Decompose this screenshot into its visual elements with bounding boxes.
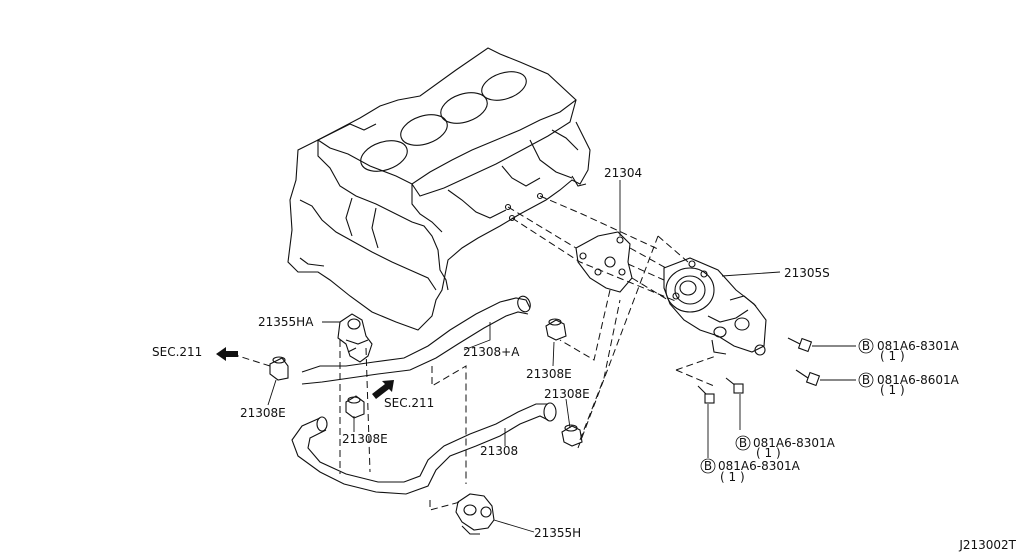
label-bolt-3-number: 081A6-8301A <box>753 436 836 450</box>
label-21305s: 21305S <box>784 266 830 280</box>
label-21308a: 21308+A <box>463 345 520 359</box>
label-21308e-right-up: 21308E <box>544 387 590 401</box>
bolt-3 <box>725 377 744 394</box>
bracket-21355h <box>455 493 495 535</box>
svg-text:B: B <box>704 459 712 473</box>
bolt-2 <box>795 369 821 387</box>
arrow-left-icon <box>216 347 238 361</box>
clamp-21308e-right-up <box>561 424 583 447</box>
leader-lines <box>267 180 856 533</box>
bolt-symbol-1: B <box>858 338 874 354</box>
label-bolt-2-qty: ( 1 ) <box>880 383 905 397</box>
label-21308: 21308 <box>480 444 518 458</box>
svg-text:B: B <box>862 373 870 387</box>
label-21304: 21304 <box>604 166 642 180</box>
clamp-21308e-right-low <box>545 318 567 341</box>
bolt-symbol-2: B <box>858 372 874 388</box>
label-sec211-left: SEC.211 <box>152 345 202 359</box>
bolt-symbol-4: B <box>700 458 716 474</box>
label-bolt-1-qty: ( 1 ) <box>880 349 905 363</box>
label-21308e-right-low: 21308E <box>526 367 572 381</box>
bolt-symbol-3: B <box>735 435 751 451</box>
bolt-1 <box>787 337 813 353</box>
svg-text:B: B <box>862 339 870 353</box>
hose-21308a <box>301 295 531 385</box>
label-bolt-2-number: 081A6-8601A <box>877 373 960 387</box>
gasket-21304 <box>504 192 633 293</box>
bolt-4 <box>697 385 715 404</box>
diagram-code: J213002T <box>958 538 1016 552</box>
bracket-21355ha <box>337 313 373 363</box>
svg-text:B: B <box>739 436 747 450</box>
label-bolt-1-number: 081A6-8301A <box>877 339 960 353</box>
label-bolt-4-number: 081A6-8301A <box>718 459 801 473</box>
engine-block <box>287 47 591 331</box>
assembly-lines-lower <box>231 299 717 511</box>
arrow-up-right-icon <box>372 380 394 399</box>
label-21308e-left: 21308E <box>240 406 286 420</box>
label-bolt-3-qty: ( 1 ) <box>756 446 781 460</box>
label-sec211-mid: SEC.211 <box>384 396 434 410</box>
label-bolt-4-qty: ( 1 ) <box>720 470 745 484</box>
label-21355ha: 21355HA <box>258 315 314 329</box>
label-21308e-mid: 21308E <box>342 432 388 446</box>
clamp-21308e-left <box>269 356 289 381</box>
clamp-21308e-mid <box>345 395 365 419</box>
oil-cooler-21305s <box>663 257 767 356</box>
label-21355h: 21355H <box>534 526 581 540</box>
hose-21308 <box>291 402 557 495</box>
assembly-lines-upper <box>507 195 689 449</box>
